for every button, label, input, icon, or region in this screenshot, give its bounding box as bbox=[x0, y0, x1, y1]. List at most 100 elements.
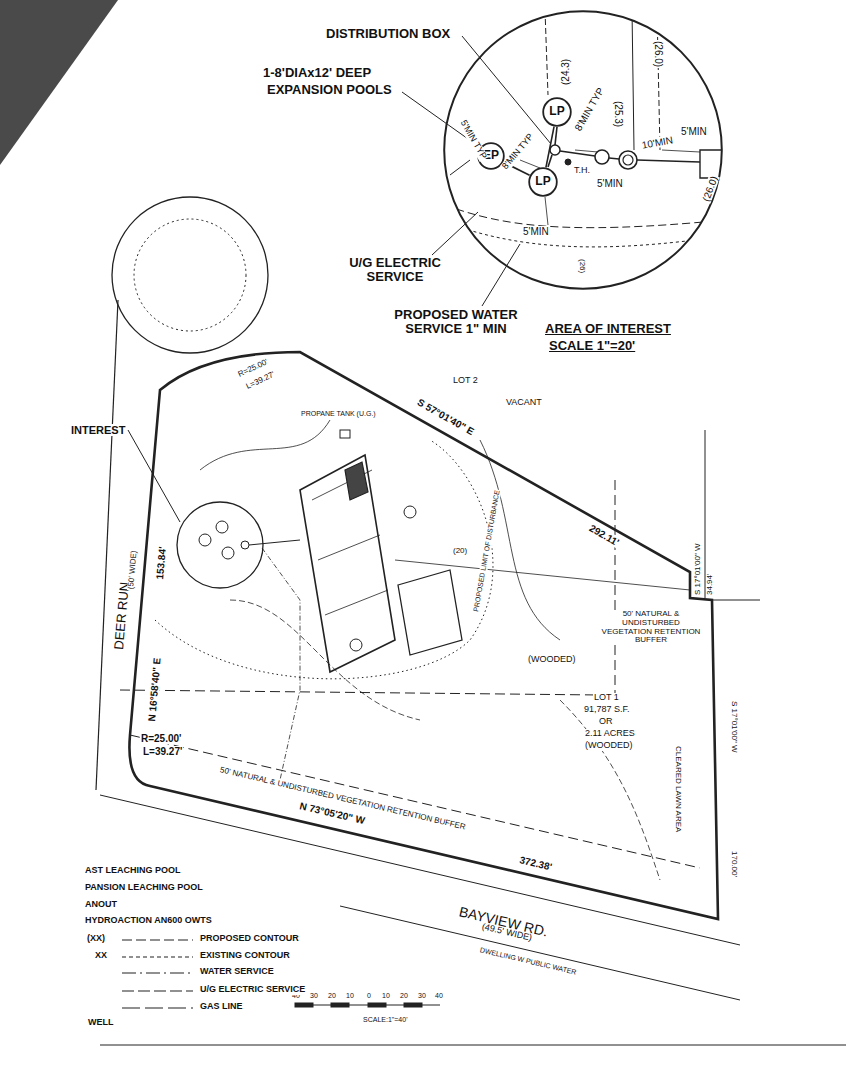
plan-annotation: 40 bbox=[291, 992, 301, 1000]
detail-circle: AREA OF INTERESTSCALE 1"=20'EPLPLP bbox=[443, 10, 723, 290]
plan-annotation: (WOODED) bbox=[527, 655, 577, 665]
limit-of-disturbance bbox=[155, 440, 493, 679]
plan-annotation: PROPANE TANK (U.G.) bbox=[300, 410, 377, 418]
legend-line-sample bbox=[122, 990, 193, 991]
cul-de-sac bbox=[134, 219, 246, 331]
lot-boundary bbox=[129, 352, 718, 919]
tank-symbol bbox=[241, 541, 249, 549]
pool-tag: LP bbox=[549, 105, 564, 118]
plan-annotation: T.H. bbox=[573, 166, 591, 176]
scale-block bbox=[368, 1003, 386, 1007]
legend-entry: GAS LINE bbox=[200, 1002, 243, 1012]
plan-annotation: 5'MIN bbox=[680, 126, 708, 137]
plan-annotation: (26) bbox=[577, 258, 586, 274]
plan-annotation: XX bbox=[94, 951, 108, 961]
plan-annotation: 20 bbox=[399, 992, 409, 1000]
stoop bbox=[345, 462, 368, 500]
plan-annotation: R=25.00' bbox=[236, 358, 271, 380]
scan-shadow bbox=[0, 0, 118, 165]
road-edge bbox=[100, 795, 740, 945]
plan-annotation: DEER RUN bbox=[112, 580, 132, 651]
plan-annotation: 2.11 ACRES bbox=[584, 729, 636, 739]
plan-annotation: 10 bbox=[345, 992, 355, 1000]
plan-annotation: 91,787 S.F. bbox=[583, 705, 631, 715]
detail-linework bbox=[402, 10, 735, 306]
detail-ring bbox=[443, 10, 723, 290]
legend-line-sample bbox=[122, 1007, 193, 1008]
plan-annotation: (26.0) bbox=[653, 40, 664, 68]
plan-annotation: 292.11' bbox=[587, 522, 622, 549]
plan-annotation: PROPOSED WATER SERVICE 1" MIN bbox=[380, 308, 532, 337]
contour-line bbox=[657, 10, 660, 150]
pipe bbox=[555, 127, 557, 145]
buffer-line bbox=[120, 480, 615, 695]
plan-annotation: S 57°01'40" E bbox=[415, 396, 477, 438]
plan-annotation: 372.38' bbox=[517, 854, 554, 873]
pipe bbox=[249, 540, 300, 545]
legend-entry: ANOUT bbox=[85, 900, 117, 910]
leader-line bbox=[482, 244, 520, 306]
road-edge bbox=[340, 906, 740, 1000]
plan-annotation: LOT 1 bbox=[593, 693, 620, 703]
buffer-line bbox=[130, 735, 700, 868]
plan-annotation: 34.94' bbox=[706, 572, 715, 596]
legend-entry: HYDROACTION AN600 OWTS bbox=[85, 916, 212, 926]
plan-annotation: SCALE:1"=40' bbox=[362, 1016, 409, 1024]
contour-line bbox=[632, 10, 634, 150]
leader-line bbox=[128, 430, 180, 522]
plan-annotation: 153.84' bbox=[154, 545, 168, 581]
pool-tag: LP bbox=[535, 175, 550, 188]
electric-line bbox=[445, 205, 725, 228]
plan-annotation: U/G ELECTRIC SERVICE bbox=[334, 256, 456, 285]
legend-line-sample bbox=[122, 939, 193, 940]
pool-outline bbox=[477, 142, 505, 170]
pipe-connector bbox=[504, 162, 530, 175]
contour-line bbox=[230, 600, 660, 880]
pool-symbol bbox=[199, 534, 211, 546]
legend-entry: PANSION LEACHING POOL bbox=[85, 883, 203, 893]
scale-block bbox=[331, 1003, 349, 1007]
legend-entry: WELL bbox=[88, 1018, 114, 1028]
plan-annotation: (50' WIDE) bbox=[127, 549, 139, 590]
legend-entry: AST LEACHING POOL bbox=[85, 866, 181, 876]
detail-heading: SCALE 1"=20' bbox=[547, 339, 637, 353]
legend-samples bbox=[122, 940, 193, 1008]
leaching-pool-circle: LP bbox=[542, 97, 572, 127]
drywell-symbol bbox=[350, 639, 362, 651]
plan-annotation: OR bbox=[598, 717, 614, 727]
plan-annotation: (26.0) bbox=[700, 174, 720, 204]
scale-block bbox=[295, 1003, 313, 1007]
pipe bbox=[560, 151, 595, 156]
water-service bbox=[262, 548, 300, 780]
plan-annotation: EXPANSION POOLS bbox=[266, 83, 393, 97]
propane-tank bbox=[340, 430, 350, 438]
leader-line bbox=[402, 92, 478, 146]
site-linework bbox=[96, 197, 760, 1000]
legend-entry: U/G ELECTRIC SERVICE bbox=[200, 985, 305, 995]
pool-outline bbox=[478, 143, 504, 169]
pool-tag: EP bbox=[483, 149, 499, 162]
plan-annotation: 50' NATURAL & UNDISTURBED VEGETATION RET… bbox=[218, 766, 467, 833]
plan-annotation: 8'MIN TYP bbox=[572, 85, 606, 134]
pool-outline bbox=[528, 167, 558, 197]
plan-annotation: INTEREST bbox=[70, 424, 126, 436]
plan-annotation: (20) bbox=[452, 547, 468, 556]
detail-heading: AREA OF INTEREST bbox=[543, 322, 673, 336]
road-edge bbox=[96, 300, 118, 790]
plan-annotation: 50' NATURAL & UNDISTURBED VEGETATION RET… bbox=[600, 610, 702, 645]
plan-annotation: N 16°58'40" E bbox=[146, 656, 163, 723]
plan-annotation: 5'MIN bbox=[522, 226, 550, 237]
scale-block bbox=[404, 1003, 422, 1007]
plan-annotation: 0 bbox=[366, 992, 372, 1000]
plan-annotation: 30 bbox=[417, 992, 427, 1000]
plan-annotation: 8'MIN TYP bbox=[500, 131, 537, 172]
pipe bbox=[609, 158, 700, 162]
plan-annotation: 1-8'DIAx12' DEEP bbox=[262, 66, 372, 80]
proposed-pool bbox=[398, 570, 462, 655]
plan-annotation: N 73°05'20" W bbox=[297, 800, 366, 826]
plan-annotation: CLEARED LAWN AREA bbox=[673, 745, 682, 833]
legend-entry: PROPOSED CONTOUR bbox=[200, 934, 299, 944]
